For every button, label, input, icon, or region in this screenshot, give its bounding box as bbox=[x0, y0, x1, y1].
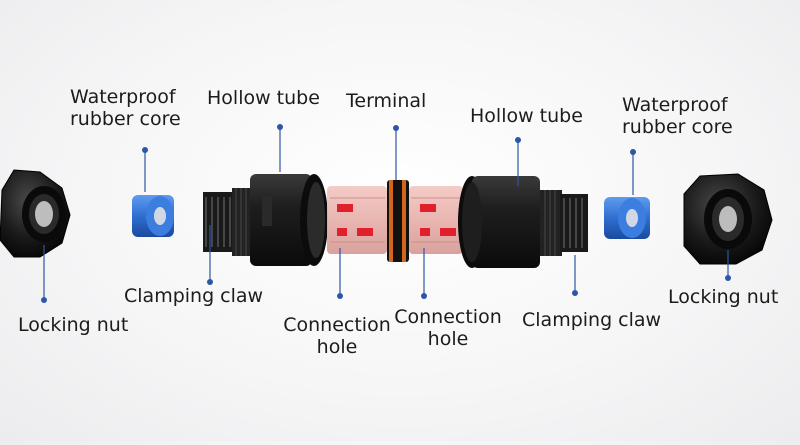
hollow-tube-left bbox=[232, 174, 328, 266]
label-line: Connection bbox=[283, 314, 391, 336]
label-locking-nut-left: Locking nut bbox=[18, 314, 129, 336]
label-line: hole bbox=[427, 328, 469, 350]
clamping-claw-right bbox=[560, 194, 588, 252]
label-line: Waterproof bbox=[70, 86, 176, 108]
label-hollow-tube-left: Hollow tube bbox=[207, 87, 320, 109]
label-clamping-claw-right: Clamping claw bbox=[522, 309, 662, 331]
label-hollow-tube-right: Hollow tube bbox=[470, 105, 583, 127]
leader-lines bbox=[43, 127, 729, 300]
locking-nut-right bbox=[683, 173, 773, 265]
hollow-tube-right bbox=[458, 176, 562, 268]
label-line: hole bbox=[316, 336, 358, 358]
rubber-core-left bbox=[132, 195, 174, 237]
label-line: Waterproof bbox=[622, 94, 728, 116]
label-terminal: Terminal bbox=[346, 90, 427, 112]
label-line: rubber core bbox=[70, 108, 181, 130]
terminal-block bbox=[327, 180, 463, 262]
clamping-claw-left bbox=[203, 192, 233, 252]
label-locking-nut-right: Locking nut bbox=[668, 286, 779, 308]
rubber-core-right bbox=[604, 197, 650, 239]
label-waterproof-right: Waterproof rubber core bbox=[622, 94, 733, 138]
label-line: Connection bbox=[394, 306, 502, 328]
leader-dots bbox=[41, 124, 731, 303]
locking-nut-left bbox=[0, 169, 71, 258]
label-waterproof-left: Waterproof rubber core bbox=[70, 86, 181, 130]
label-line: rubber core bbox=[622, 116, 733, 138]
label-connection-hole-right: Connection hole bbox=[388, 306, 508, 350]
label-connection-hole-left: Connection hole bbox=[262, 314, 412, 358]
label-clamping-claw-left: Clamping claw bbox=[124, 285, 264, 307]
